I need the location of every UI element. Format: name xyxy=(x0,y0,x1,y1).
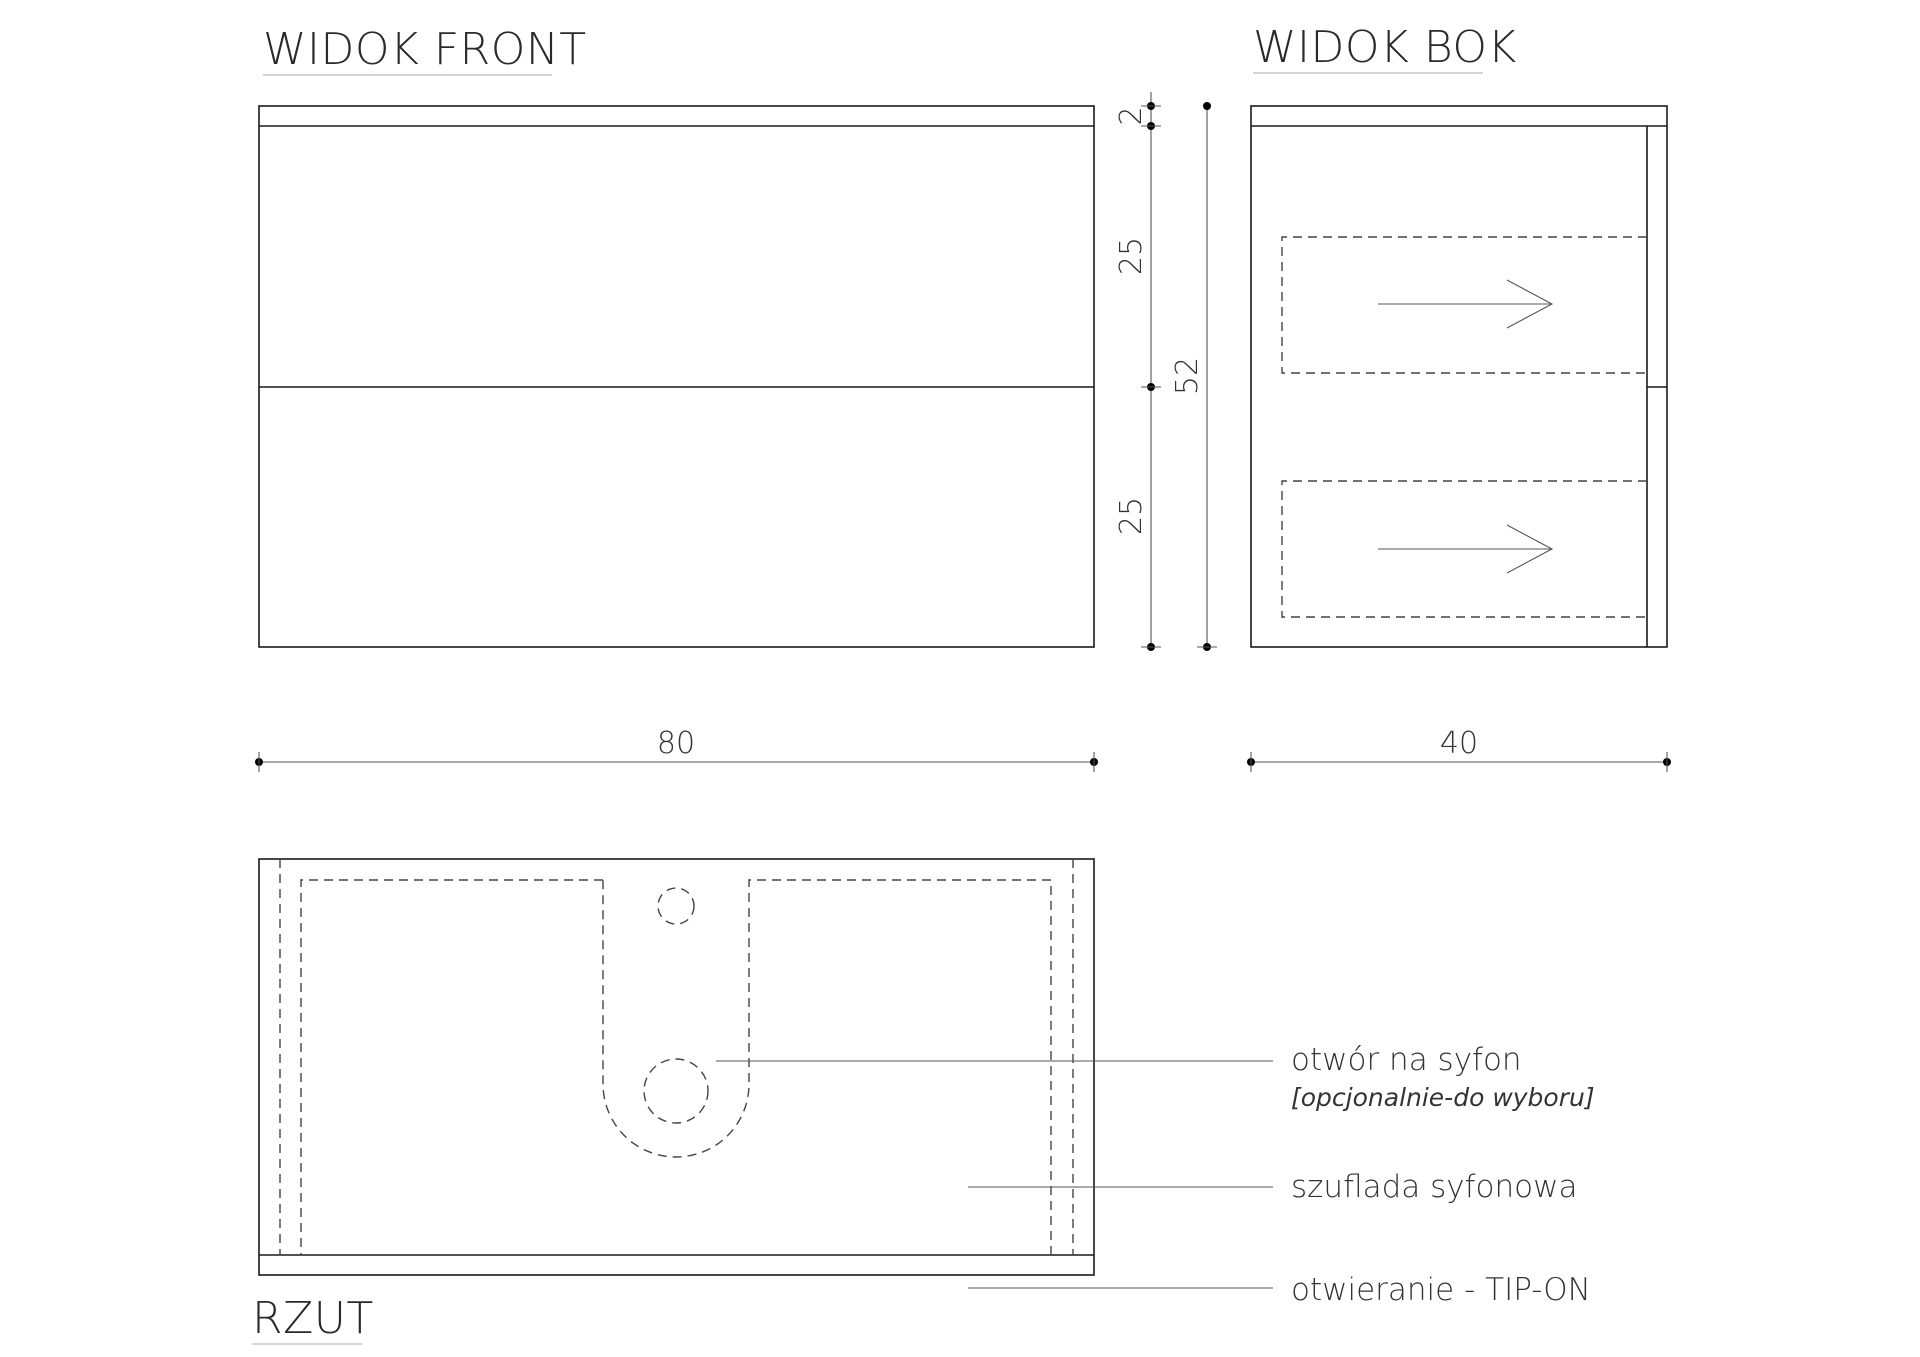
width-dimension: 80 xyxy=(255,726,1098,772)
side-upper-drawer-outline xyxy=(1281,236,1647,374)
front-cabinet-outline xyxy=(258,105,1095,648)
front-view-title: WIDOK FRONT xyxy=(263,24,587,75)
total-height-marker xyxy=(1203,102,1211,110)
callouts: otwór na syfon [opcjonalnie-do wyboru] s… xyxy=(1291,1042,1595,1308)
callout-siphon-hole-note: [opcjonalnie-do wyboru] xyxy=(1291,1083,1595,1112)
front-view: WIDOK FRONT xyxy=(258,24,1095,648)
depth-dimension: 40 xyxy=(1247,726,1671,772)
dim-total-height: 52 xyxy=(1170,357,1205,395)
side-lower-drawer-outline xyxy=(1281,480,1647,618)
side-cabinet-outline xyxy=(1250,105,1668,648)
siphon-hole-icon xyxy=(643,1058,709,1124)
plan-view-title: RZUT xyxy=(252,1293,374,1344)
dim-depth: 40 xyxy=(1440,726,1478,761)
dim-top-panel: 2 xyxy=(1114,106,1149,125)
callout-siphon-hole: otwór na syfon xyxy=(1291,1042,1522,1078)
callout-siphon-drawer: szuflada syfonowa xyxy=(1291,1169,1577,1205)
side-view-title: WIDOK BOK xyxy=(1253,22,1517,73)
arrow-right-icon xyxy=(1506,279,1554,329)
height-dimension-chain: 2 25 25 xyxy=(1114,92,1161,651)
side-view: WIDOK BOK xyxy=(1250,22,1668,648)
tap-hole-icon xyxy=(657,887,695,925)
dim-width: 80 xyxy=(657,726,695,761)
plan-cabinet-outline xyxy=(258,858,1095,1276)
dim-drawer-bottom: 25 xyxy=(1114,497,1149,535)
dim-drawer-top: 25 xyxy=(1114,237,1149,275)
arrow-right-icon xyxy=(1506,524,1554,574)
plan-drawer-outline xyxy=(300,879,1052,1255)
callout-opening: otwieranie - TIP-ON xyxy=(1291,1272,1591,1308)
total-height-dimension: 52 xyxy=(1170,102,1217,651)
plan-view: RZUT xyxy=(252,858,1273,1345)
